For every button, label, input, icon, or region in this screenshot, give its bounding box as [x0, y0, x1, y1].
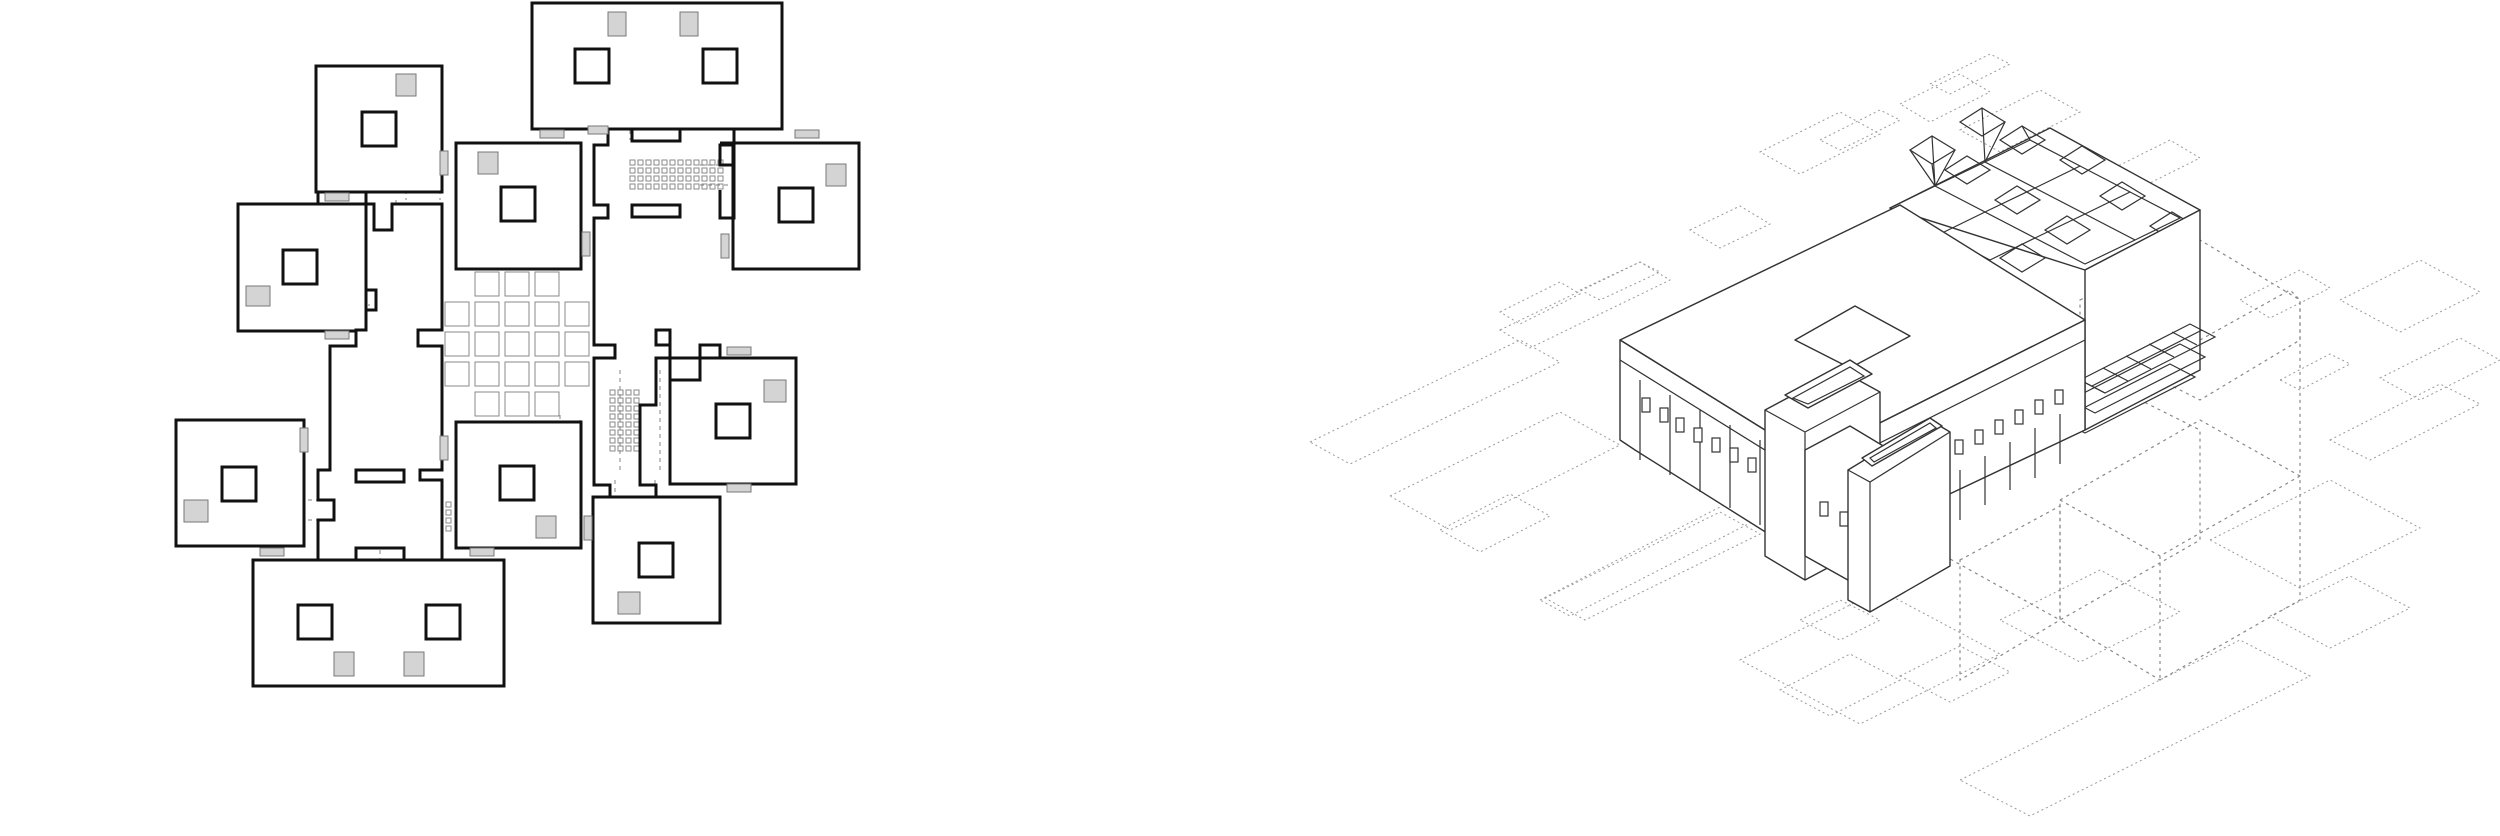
room-top-pavilion: [530, 1, 784, 131]
site-context: [1308, 53, 2500, 817]
room-center-right: [668, 356, 798, 486]
room-center-left: [454, 420, 583, 550]
room-lower-right: [591, 495, 722, 625]
room-upper-left: [314, 64, 444, 194]
axonometric: [1308, 53, 2500, 817]
floor-plan: [174, 1, 861, 688]
main-block: [1619, 204, 2086, 613]
corridor-spine-right: [592, 127, 736, 499]
room-upper-right: [731, 141, 861, 271]
room-upper-middle: [454, 141, 583, 271]
corridor-spine-left: [316, 190, 444, 562]
room-left: [236, 202, 368, 333]
room-bottom-pavilion: [251, 558, 506, 688]
courtyard-pavers: [444, 271, 590, 417]
room-far-left: [174, 418, 306, 548]
wall-connectors: [259, 125, 820, 557]
